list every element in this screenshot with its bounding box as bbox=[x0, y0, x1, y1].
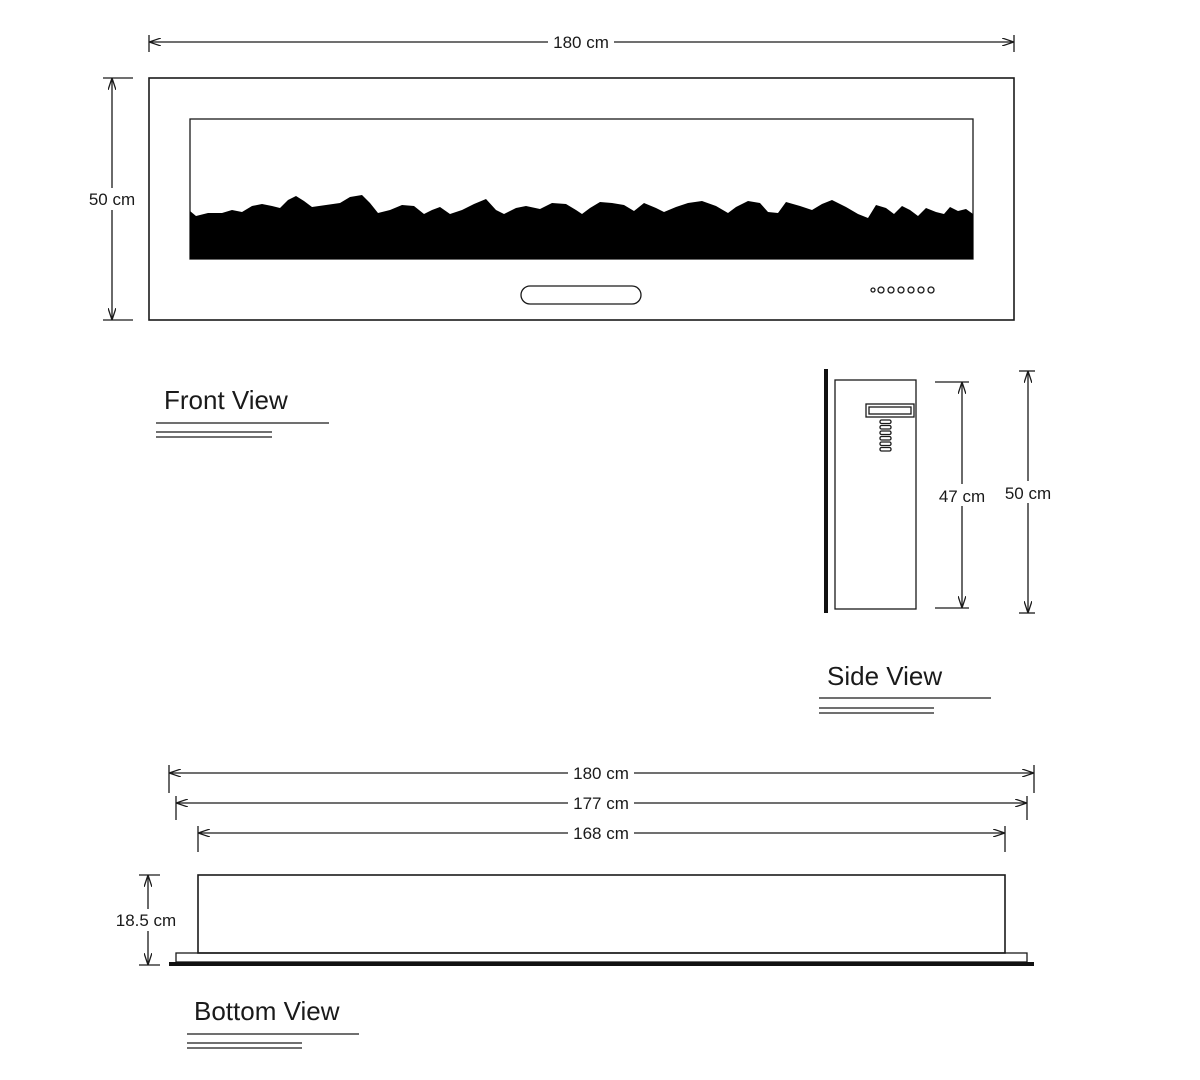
handle-slot-icon bbox=[520, 285, 642, 305]
vent-icon bbox=[879, 419, 892, 452]
bottom-outer-width-label: 180 cm bbox=[573, 764, 629, 783]
bottom-inner-width-label: 168 cm bbox=[573, 824, 629, 843]
bottom-body bbox=[197, 874, 1006, 954]
bottom-depth-dimension: 18.5 cm bbox=[108, 874, 186, 966]
front-outer-frame bbox=[148, 77, 1015, 321]
indicator-dots-icon bbox=[870, 286, 935, 294]
side-inner-height-dimension: 47 cm bbox=[933, 381, 991, 609]
bottom-outer-width-dimension: 180 cm bbox=[168, 763, 1035, 793]
bottom-inner-width-dimension: 168 cm bbox=[197, 823, 1006, 852]
side-body bbox=[834, 379, 917, 610]
side-inner-height-label: 47 cm bbox=[939, 487, 985, 506]
bottom-frame-edge bbox=[175, 952, 1028, 963]
log-bed-silhouette bbox=[190, 195, 973, 259]
bottom-depth-label: 18.5 cm bbox=[116, 911, 176, 930]
front-height-label: 50 cm bbox=[89, 190, 135, 209]
side-view: 47 cm 50 cm Side View bbox=[819, 369, 1057, 714]
front-view-title: Front View bbox=[164, 385, 288, 415]
side-outer-height-dimension: 50 cm bbox=[999, 370, 1057, 614]
wall-bracket bbox=[865, 403, 915, 418]
bottom-view-title: Bottom View bbox=[194, 996, 340, 1026]
front-view: 180 cm 50 cm Front View bbox=[82, 32, 1015, 438]
bottom-middle-width-label: 177 cm bbox=[573, 794, 629, 813]
bottom-middle-width-dimension: 177 cm bbox=[175, 793, 1028, 820]
front-height-dimension: 50 cm bbox=[82, 77, 142, 321]
side-view-title: Side View bbox=[827, 661, 942, 691]
front-width-label: 180 cm bbox=[553, 33, 609, 52]
side-outer-height-label: 50 cm bbox=[1005, 484, 1051, 503]
front-width-dimension: 180 cm bbox=[148, 32, 1015, 52]
bottom-view: 180 cm 177 cm 168 cm 18.5 cm bbox=[108, 763, 1035, 1049]
